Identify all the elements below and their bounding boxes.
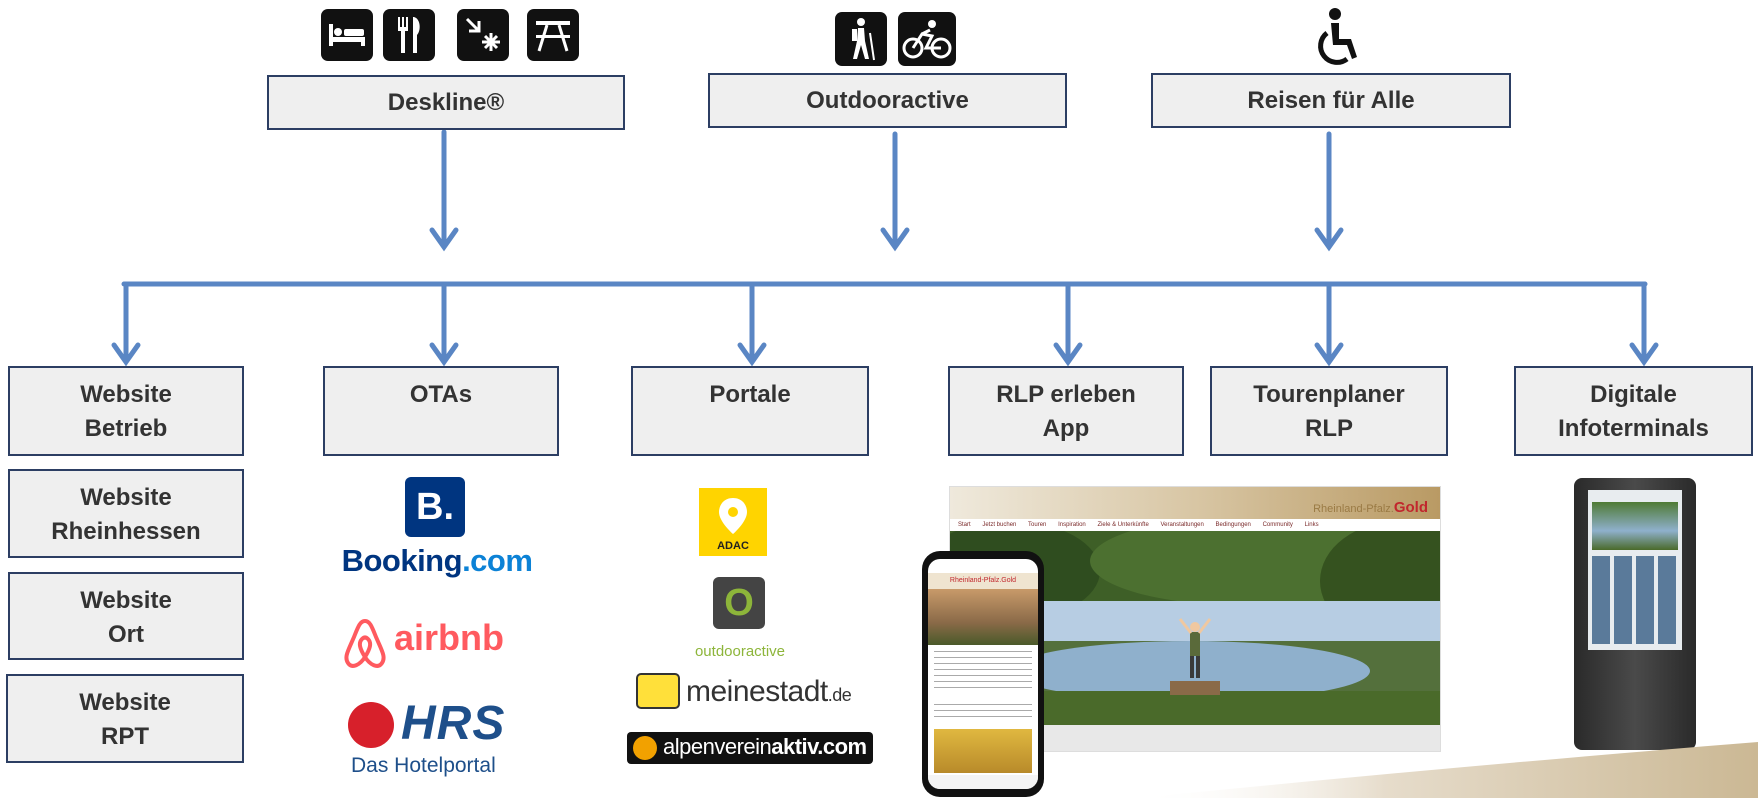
website-ort: Website Ort — [8, 572, 244, 660]
cycling-icon — [898, 12, 956, 66]
phone-tabbar — [928, 775, 1038, 789]
website-rheinhessen: Website Rheinhessen — [8, 469, 244, 558]
terminal-screen — [1588, 490, 1682, 650]
phone-text-block — [934, 704, 1032, 720]
nav-item[interactable]: Jetzt buchen — [982, 522, 1017, 528]
nav-item[interactable]: Touren — [1028, 522, 1047, 528]
booking-tld: .com — [462, 543, 533, 578]
phone-header: Rheinland-Pfalz.Gold — [928, 573, 1038, 589]
nav-item[interactable]: Start — [958, 522, 971, 528]
outdooractive-wordmark: outdooractive — [694, 643, 786, 660]
target-tourenplaner-rlp: Tourenplaner RLP — [1210, 366, 1448, 456]
booking-logo: B. Booking.com — [337, 477, 537, 587]
map-pin-icon — [719, 498, 747, 534]
info-terminal — [1574, 478, 1696, 750]
meinestadt-name: meinestadt — [686, 675, 828, 708]
website-brand-gold: Gold — [1393, 499, 1428, 516]
adac-logo: ADAC — [699, 488, 767, 556]
meinestadt-bubble — [636, 673, 680, 709]
website-rpt: Website RPT — [6, 674, 244, 763]
phone-screen: Rheinland-Pfalz.Gold — [928, 559, 1038, 789]
wheelchair-icon — [1313, 7, 1363, 67]
picnic-table-icon — [527, 9, 579, 61]
dotcom-part: .com — [817, 734, 867, 759]
outdooractive-logo: O outdooractive — [680, 577, 800, 663]
phone-hero — [928, 589, 1038, 645]
target-otas: OTAs — [323, 366, 559, 456]
hiking-icon — [835, 12, 887, 66]
winter-sun-icon — [457, 9, 509, 61]
hrs-subtitle: Das Hotelportal — [351, 754, 496, 777]
website-nav: Start Jetzt buchen Touren Inspiration Zi… — [950, 519, 1440, 531]
decorative-swoosh — [1138, 742, 1758, 798]
hrs-wordmark: HRS — [401, 697, 506, 750]
hrs-badge — [348, 702, 394, 748]
meinestadt-wordmark: meinestadt.de — [686, 675, 852, 709]
phone-image — [934, 729, 1032, 773]
target-digitale-infoterminals: Digitale Infoterminals — [1514, 366, 1753, 456]
terminal-hero — [1592, 502, 1678, 550]
meinestadt-tld: .de — [827, 685, 852, 705]
booking-badge: B. — [405, 477, 465, 537]
website-brand-name: Rheinland-Pfalz. — [1313, 503, 1394, 515]
booking-wordmark: Booking.com — [337, 543, 537, 579]
website-header — [950, 487, 1440, 519]
nav-item[interactable]: Bedingungen — [1215, 522, 1251, 528]
meinestadt-logo: meinestadt.de — [634, 673, 874, 713]
nav-item[interactable]: Community — [1262, 522, 1293, 528]
bed-icon — [321, 9, 373, 61]
aktiv-part: aktiv — [771, 734, 818, 759]
hrs-logo: HRS Das Hotelportal — [345, 696, 525, 786]
nav-item[interactable]: Inspiration — [1058, 522, 1086, 528]
nav-item[interactable]: Links — [1304, 522, 1319, 528]
adac-wordmark: ADAC — [717, 540, 749, 552]
airbnb-logo: airbnb — [342, 613, 522, 673]
nav-item[interactable]: Ziele & Unterkünfte — [1097, 522, 1149, 528]
alpenvereinaktiv-wordmark: alpenvereinaktiv.com — [663, 734, 867, 760]
outdooractive-badge: O — [713, 577, 765, 629]
phone-mockup: Rheinland-Pfalz.Gold — [922, 551, 1044, 797]
nav-item[interactable]: Veranstaltungen — [1160, 522, 1204, 528]
airbnb-wordmark: airbnb — [394, 617, 505, 658]
source-outdooractive: Outdooractive — [708, 73, 1067, 128]
source-reisen-fuer-alle: Reisen für Alle — [1151, 73, 1511, 128]
target-portale: Portale — [631, 366, 869, 456]
alpenverein-part: alpenverein — [663, 734, 772, 759]
terminal-tiles — [1592, 556, 1678, 644]
source-deskline: Deskline® — [267, 75, 625, 130]
alpenvereinaktiv-logo: alpenvereinaktiv.com — [627, 732, 873, 764]
edelweiss-icon — [633, 736, 657, 760]
booking-letter: B. — [416, 486, 454, 528]
phone-text-block — [934, 651, 1032, 691]
airbnb-icon — [344, 618, 386, 668]
website-brand: Rheinland-Pfalz.Gold — [1313, 499, 1428, 516]
restaurant-icon — [383, 9, 435, 61]
target-rlp-erleben-app: RLP erleben App — [948, 366, 1184, 456]
website-screenshot: Rheinland-Pfalz.Gold Start Jetzt buchen … — [949, 486, 1441, 752]
booking-name: Booking — [341, 543, 463, 578]
target-website-betrieb: Website Betrieb — [8, 366, 244, 456]
